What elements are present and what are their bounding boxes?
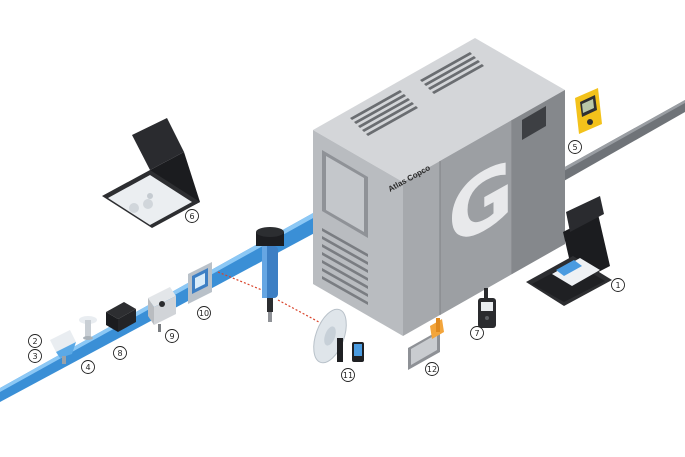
sensor-4-icon [79,316,97,340]
callout-12: 12 [425,362,439,376]
callout-circle [113,346,127,360]
inline-filter-icon [256,227,284,322]
tablet-logger-icon [408,318,444,370]
callout-9: 9 [165,329,179,343]
sensor-10-icon [188,262,212,304]
callout-circle [81,360,95,374]
callout-2: 2 [28,334,42,348]
compressor-cabinet-icon: G Atlas Copco [313,38,565,336]
callout-circle [28,334,42,348]
callout-11: 11 [341,368,355,382]
callout-number: 9 [169,332,174,341]
handheld-meter-icon [478,288,496,328]
callout-number: 10 [199,309,209,318]
sensor-2-3-icon [50,330,76,364]
sensor-9-icon [148,287,176,332]
callout-number: 8 [117,349,122,358]
callout-6: 6 [185,209,199,223]
callout-7: 7 [470,326,484,340]
callout-10: 10 [197,306,211,320]
callout-5: 5 [568,140,582,154]
callout-number: 6 [189,212,194,221]
callout-circle [425,362,439,376]
callout-number: 12 [427,365,437,374]
callout-number: 4 [85,363,90,372]
callout-4: 4 [81,360,95,374]
callout-3: 3 [28,349,42,363]
callout-number: 2 [32,337,37,346]
callout-circle [185,209,199,223]
tool-case-icon [102,118,200,228]
callout-number: 5 [572,143,577,152]
blue-air-pipe [0,197,353,402]
callout-circle [165,329,179,343]
callout-number: 1 [615,281,620,290]
grey-exhaust-pipe [545,100,685,190]
ultrasonic-dish-icon [313,308,364,364]
callout-circle [611,278,625,292]
callout-circle [28,349,42,363]
callout-circle [470,326,484,340]
callout-1: 1 [611,278,625,292]
tool-case-icon-1 [526,196,612,306]
callout-circle [341,368,355,382]
callout-number: 7 [474,329,479,338]
callout-number: 11 [343,371,353,380]
callout-circle [197,306,211,320]
callout-8: 8 [113,346,127,360]
callout-number: 3 [32,352,37,361]
callout-circle [568,140,582,154]
multimeter-icon [575,88,602,134]
sensor-8-icon [106,302,136,332]
